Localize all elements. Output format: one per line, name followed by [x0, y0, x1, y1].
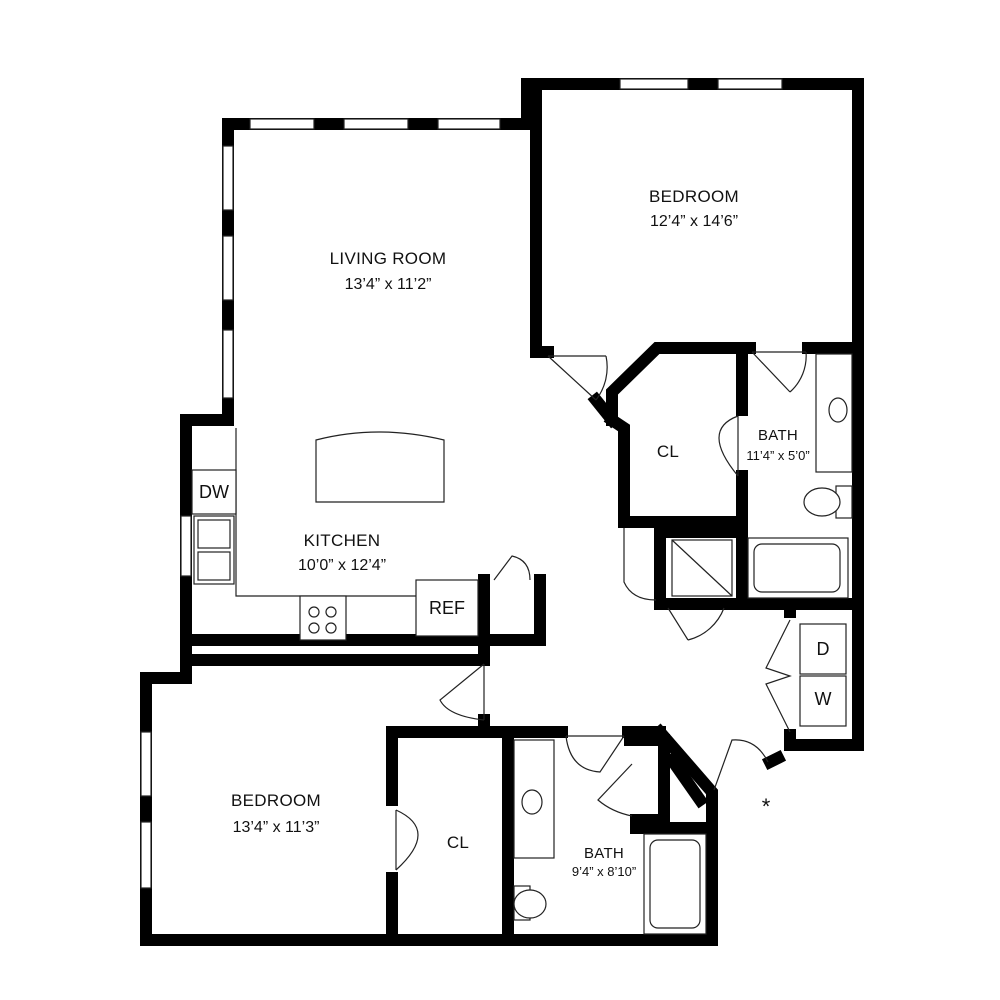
bath1-fixtures — [671, 353, 853, 599]
bath1-tub-inner — [753, 543, 841, 593]
kitchen-sink — [193, 515, 235, 585]
refrigerator — [415, 579, 479, 637]
door-bath2-arc — [565, 735, 625, 773]
refrigerator-label: REF — [429, 598, 465, 618]
window-bedroom2-left-1 — [140, 731, 152, 797]
wall-bedroom1-left — [530, 78, 554, 358]
bedroom1-dimensions: 12’4” x 14’6” — [650, 213, 738, 230]
living-room-dimensions: 13’4” x 11’2” — [345, 276, 432, 293]
window-bedroom1-top-1 — [619, 78, 689, 90]
bath1-tub — [747, 537, 849, 599]
bath1-vanity — [815, 353, 853, 473]
bath1-toilet-bowl — [803, 487, 841, 517]
door-closet2-arc — [395, 809, 419, 871]
kitchen-sink-basin-2 — [197, 551, 231, 581]
window-kitchen-left — [180, 515, 192, 577]
labels: BEDROOM 12’4” x 14’6” LIVING ROOM 13’4” … — [199, 187, 832, 879]
dishwasher — [191, 469, 237, 515]
kitchen-fixtures — [191, 428, 479, 641]
bath2-dimensions: 9’4” x 8’10” — [572, 864, 636, 879]
kitchen-name: KITCHEN — [304, 531, 381, 550]
bedroom2-name: BEDROOM — [231, 791, 321, 810]
door-closet1-arc — [718, 415, 739, 477]
window-bedroom2-left-2 — [140, 821, 152, 889]
bath2-sink — [521, 789, 543, 815]
bedroom2-dimensions: 13’4” x 11’3” — [233, 819, 320, 836]
stove-burner-4 — [325, 622, 337, 634]
bath2-tub — [643, 833, 707, 935]
door-entry-arc — [713, 739, 769, 791]
walls — [140, 78, 864, 946]
bath2-vanity — [513, 739, 555, 859]
wall-closet1 — [606, 342, 748, 426]
bath2-tub-inner — [649, 839, 701, 929]
dishwasher-label: DW — [199, 482, 229, 502]
window-living-top-3 — [437, 118, 501, 130]
closet1-name: CL — [657, 442, 679, 461]
wall-living-top — [222, 78, 864, 356]
wall-pantry-right — [478, 574, 546, 646]
kitchen-dimensions: 10’0” x 12’4” — [298, 557, 386, 574]
stove-burner-1 — [308, 606, 320, 618]
stove-burner-2 — [325, 606, 337, 618]
wall-bath2-inner2 — [663, 751, 709, 809]
living-room-name: LIVING ROOM — [330, 249, 447, 268]
window-living-left-1 — [222, 145, 234, 211]
door-laundry-arc — [765, 619, 792, 733]
wall-bath2-inner — [624, 734, 670, 834]
bedroom1-name: BEDROOM — [649, 187, 739, 206]
window-living-top-2 — [343, 118, 409, 130]
dryer-label: D — [817, 639, 830, 659]
stove — [299, 595, 347, 641]
kitchen-island — [315, 431, 445, 503]
door-bath1-arc — [751, 351, 807, 393]
windows — [140, 78, 783, 889]
bath1-dimensions: 11’4” x 5’0” — [746, 448, 809, 463]
linen-shower-diag — [671, 539, 733, 597]
dryer — [799, 623, 847, 675]
closet2-name: CL — [447, 833, 469, 852]
washer-label: W — [815, 689, 832, 709]
door-hall-arc — [667, 607, 725, 641]
wall-bedroom2-top — [140, 634, 712, 946]
wall-entry-angle — [761, 749, 787, 771]
door-bedroom1-arc — [547, 355, 608, 401]
entry-marker: * — [762, 794, 771, 819]
window-living-left-2 — [222, 235, 234, 301]
window-living-left-3 — [222, 329, 234, 399]
door-bath2-inner-arc — [597, 763, 633, 817]
wall-closet1-lower — [603, 411, 748, 528]
bath2-fixtures — [513, 739, 707, 935]
window-bedroom1-top-2 — [717, 78, 783, 90]
door-pantry-arc — [493, 555, 531, 581]
bath2-toilet-bowl — [513, 889, 547, 919]
washer — [799, 675, 847, 727]
wall-bath2-right — [651, 723, 718, 946]
doors — [395, 351, 807, 871]
stove-burner-3 — [308, 622, 320, 634]
bath1-name: BATH — [758, 427, 798, 444]
door-bedroom2-arc — [439, 663, 485, 721]
bath1-sink — [828, 397, 848, 423]
window-living-top-1 — [249, 118, 315, 130]
bath2-name: BATH — [584, 845, 624, 862]
door-linen-arc — [623, 528, 657, 601]
kitchen-sink-basin-1 — [197, 519, 231, 549]
laundry — [799, 623, 847, 727]
